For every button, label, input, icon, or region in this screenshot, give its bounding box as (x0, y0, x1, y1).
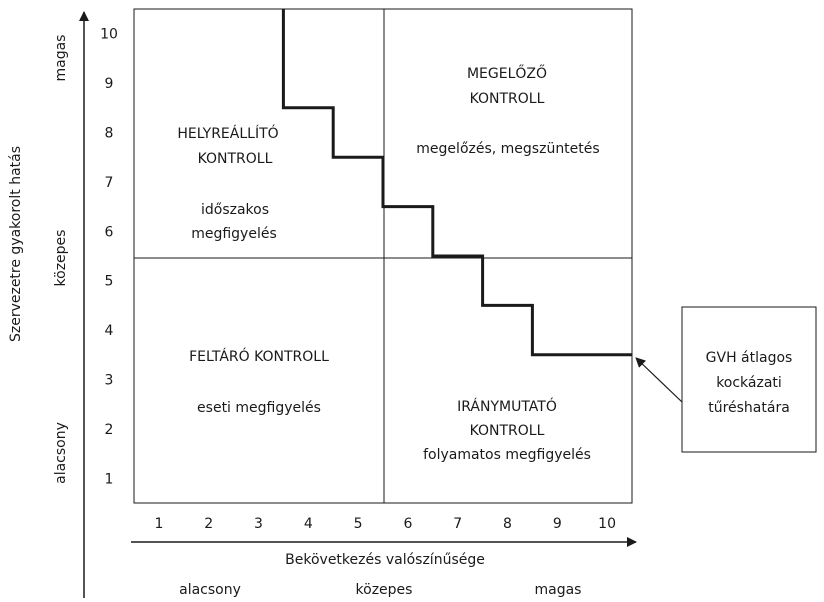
quadrant-top-left-line: KONTROLL (198, 151, 273, 167)
y-tick-label: 8 (105, 126, 114, 142)
y-axis-title: Szervezetre gyakorolt hatás (8, 146, 24, 342)
x-tick-label: 7 (453, 516, 462, 532)
x-axis-title: Bekövetkezés valószínűsége (285, 552, 485, 568)
quadrant-top-right: MEGELŐZŐ KONTROLL megelőzés, megszünteté… (416, 64, 599, 157)
risk-threshold-line (281, 9, 632, 357)
callout-line: kockázati (716, 375, 782, 391)
y-level-low: alacsony (53, 422, 69, 484)
y-tick-label: 6 (105, 224, 114, 240)
x-tick-label: 2 (204, 516, 213, 532)
x-level-mid: közepes (356, 582, 413, 598)
x-tick-label: 6 (403, 516, 412, 532)
callout-line: tűréshatára (708, 400, 790, 416)
quadrant-bottom-right-line: KONTROLL (470, 423, 545, 439)
y-tick-label: 10 (100, 27, 118, 43)
y-level-high: magas (53, 35, 69, 82)
callout-line: GVH átlagos (706, 350, 793, 366)
y-tick-label: 4 (105, 323, 114, 339)
x-level-high: magas (535, 582, 582, 598)
y-tick-label: 5 (105, 274, 114, 290)
x-tick-label: 4 (304, 516, 313, 532)
x-level-low: alacsony (179, 582, 241, 598)
quadrant-top-left-line: HELYREÁLLÍTÓ (177, 124, 278, 142)
quadrant-top-left: HELYREÁLLÍTÓ KONTROLL időszakos megfigye… (177, 124, 278, 242)
quadrant-top-left-line: időszakos (201, 202, 269, 218)
y-tick-label: 2 (105, 422, 114, 438)
x-tick-label: 5 (354, 516, 363, 532)
x-tick-labels: 1 2 3 4 5 6 7 8 9 10 (154, 516, 616, 532)
y-tick-label: 7 (105, 175, 114, 191)
quadrant-top-right-line: megelőzés, megszüntetés (416, 141, 599, 157)
quadrant-top-right-line: MEGELŐZŐ (467, 64, 547, 82)
x-tick-label: 8 (503, 516, 512, 532)
grid-frame (133, 8, 633, 504)
quadrant-bottom-left-line: FELTÁRÓ KONTROLL (189, 347, 329, 365)
y-tick-label: 1 (105, 471, 114, 487)
quadrant-bottom-left: FELTÁRÓ KONTROLL eseti megfigyelés (189, 347, 329, 416)
quadrant-bottom-left-line: eseti megfigyelés (197, 400, 321, 416)
y-tick-label: 9 (105, 76, 114, 92)
x-tick-label: 10 (598, 516, 616, 532)
quadrant-top-left-line: megfigyelés (191, 226, 277, 242)
x-tick-label: 1 (154, 516, 163, 532)
x-tick-label: 9 (553, 516, 562, 532)
x-tick-label: 3 (254, 516, 263, 532)
y-tick-label: 3 (105, 373, 114, 389)
quadrant-bottom-right: IRÁNYMUTATÓ KONTROLL folyamatos megfigye… (423, 397, 591, 463)
y-level-mid: közepes (53, 230, 69, 287)
quadrant-bottom-right-line: folyamatos megfigyelés (423, 447, 591, 463)
callout-arrow (635, 357, 683, 403)
quadrant-bottom-right-line: IRÁNYMUTATÓ (457, 397, 557, 415)
callout-box (681, 306, 817, 453)
y-tick-labels: 1 2 3 4 5 6 7 8 9 10 (100, 27, 118, 488)
quadrant-top-right-line: KONTROLL (470, 91, 545, 107)
